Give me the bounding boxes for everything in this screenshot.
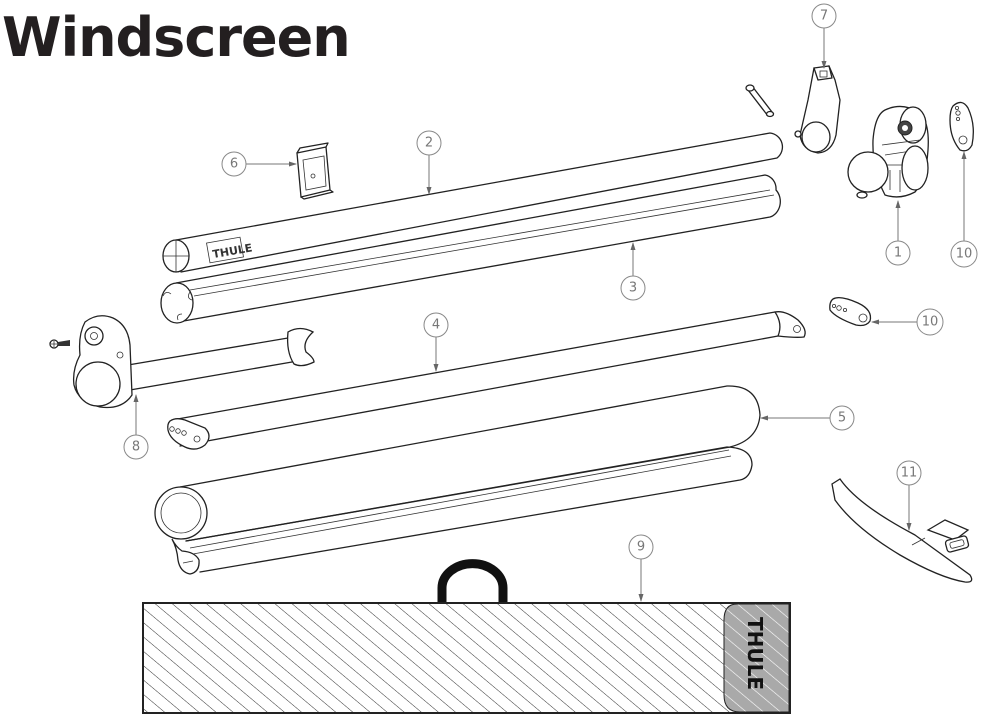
svg-text:6: 6 (230, 157, 238, 172)
svg-text:8: 8 (132, 440, 140, 455)
callout-8: 8 (123, 394, 149, 460)
part-3-profile-tube (160, 174, 781, 324)
svg-text:11: 11 (901, 466, 918, 481)
part-9-storage-bag: THULE (142, 559, 791, 714)
callout-11: 11 (896, 460, 922, 531)
callout-10-upper: 10 (950, 151, 978, 268)
part-4-support-rod (167, 311, 806, 450)
svg-text:4: 4 (432, 318, 440, 333)
callout-10-lower: 10 (871, 308, 944, 336)
callout-3: 3 (620, 242, 646, 301)
part-11-strap (831, 478, 973, 583)
callout-1: 1 (885, 200, 911, 266)
bag-handle (437, 559, 508, 603)
svg-text:10: 10 (922, 315, 939, 330)
bag-brand-logo: THULE (743, 617, 767, 690)
callout-4: 4 (423, 312, 449, 372)
callout-2: 2 (416, 130, 442, 195)
svg-text:7: 7 (820, 9, 828, 24)
svg-text:2: 2 (425, 136, 433, 151)
callout-5: 5 (760, 405, 855, 431)
svg-text:10: 10 (956, 247, 973, 262)
svg-text:3: 3 (629, 281, 637, 296)
part-10-plate-lower (829, 297, 872, 327)
part-2-cover-tube: THULE (162, 132, 784, 273)
callout-9: 9 (628, 534, 654, 602)
callout-6: 6 (221, 151, 297, 177)
svg-text:9: 9 (637, 540, 645, 555)
part-1-end-cap-housing (847, 105, 929, 199)
part-8-end-cap-with-rod (49, 315, 315, 409)
svg-text:1: 1 (894, 246, 902, 261)
callout-7: 7 (811, 3, 837, 69)
svg-text:5: 5 (838, 411, 846, 426)
part-5-screen-roll (154, 385, 761, 575)
part-6-clip-bracket (296, 142, 334, 200)
diagram-title: Windscreen (2, 6, 351, 69)
part-10-plate-upper (949, 101, 974, 152)
part-7-mounting-clamp (745, 65, 841, 154)
